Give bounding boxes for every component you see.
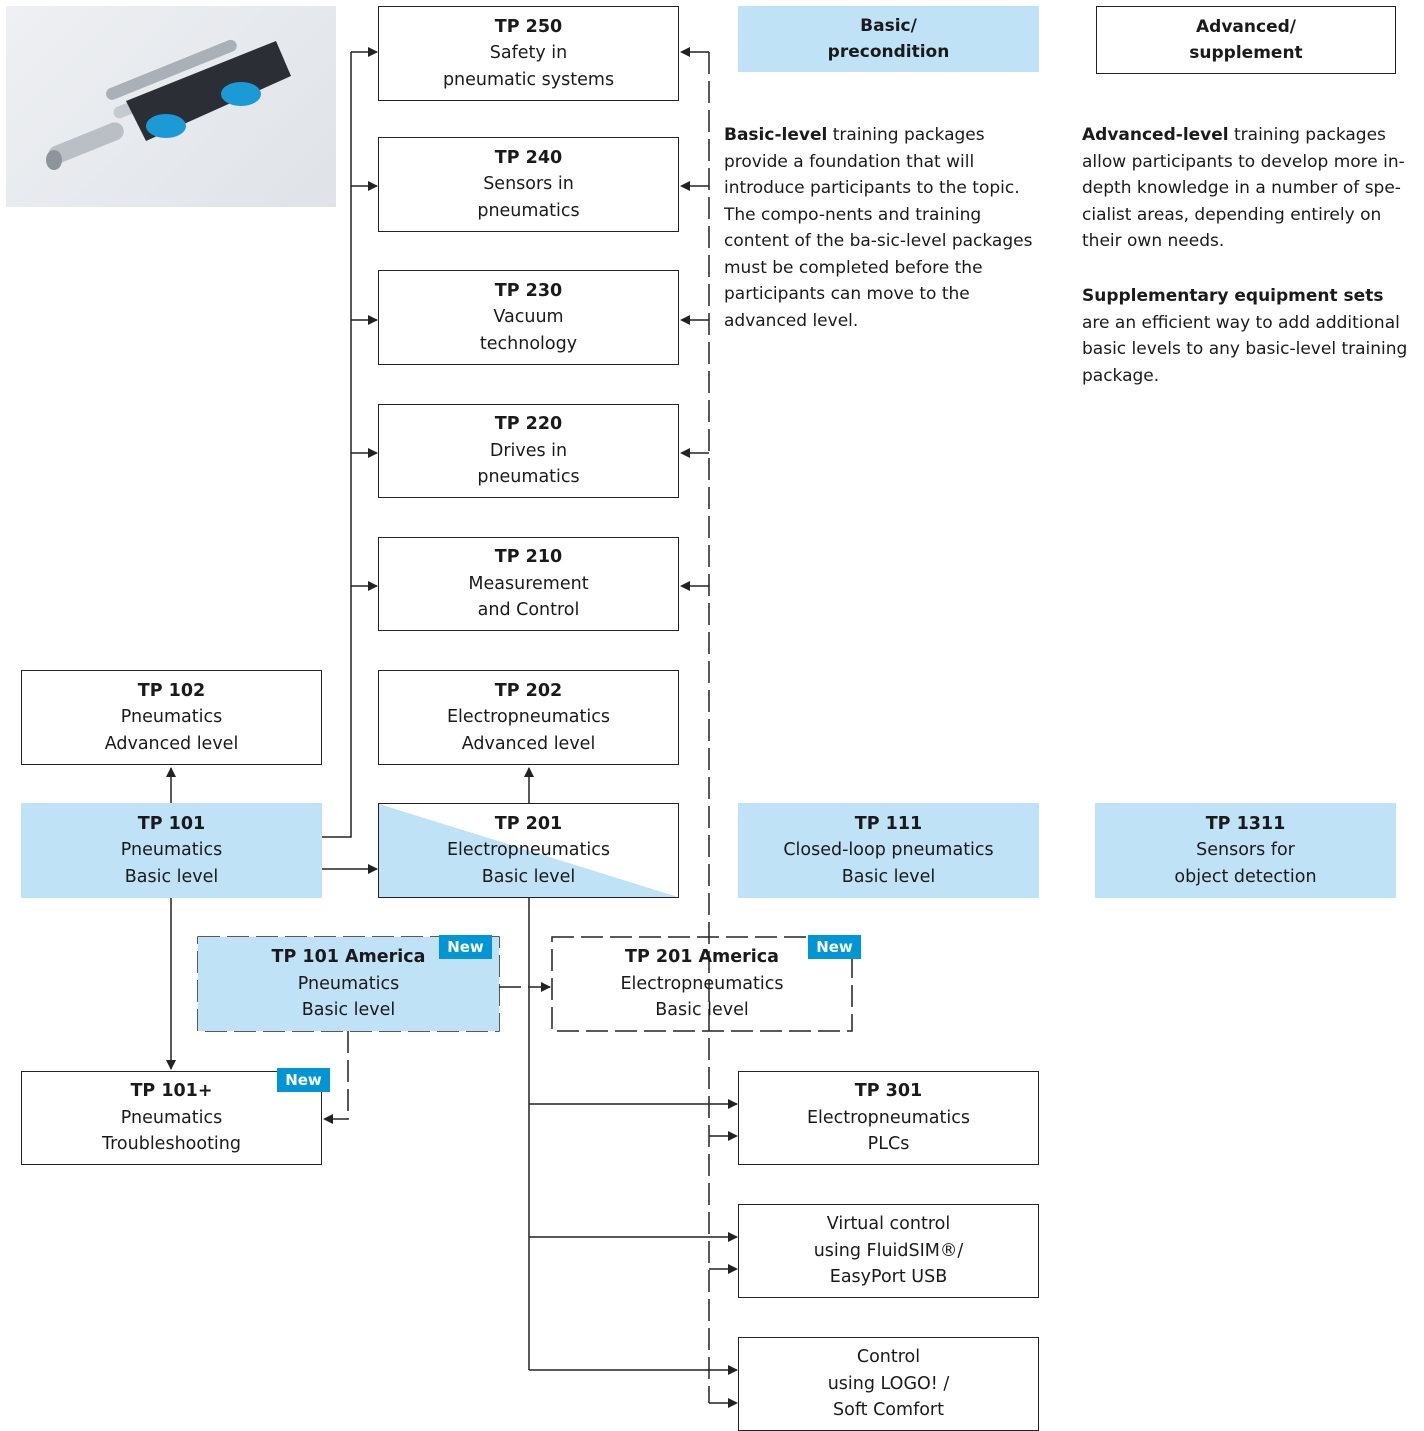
box-tp101-plus: TP 101+ Pneumatics Troubleshooting	[21, 1071, 322, 1165]
box-line: EasyPort USB	[829, 1267, 948, 1288]
box-title: TP 230	[494, 280, 563, 301]
box-title: TP 1311	[1205, 813, 1286, 834]
box-line: technology	[479, 333, 578, 354]
header-basic-line2: precondition	[827, 42, 950, 62]
box-tp220: TP 220 Drives in pneumatics	[378, 404, 679, 498]
box-title: TP 102	[137, 680, 206, 701]
box-title: TP 220	[494, 414, 563, 435]
box-tp201-america: TP 201 America Electropneumatics Basic l…	[552, 937, 852, 1031]
advanced-description-lead: Advanced-level	[1082, 125, 1229, 145]
box-tp230: TP 230 Vacuum technology	[378, 270, 679, 365]
box-line: object detection	[1174, 866, 1317, 887]
box-line: Pneumatics	[120, 707, 223, 728]
pneumatic-cylinder-photo	[6, 6, 336, 207]
box-title: TP 101+	[130, 1081, 213, 1102]
box-line: pneumatics	[477, 200, 580, 221]
box-line: Basic level	[655, 1000, 749, 1021]
box-tp240: TP 240 Sensors in pneumatics	[378, 137, 679, 232]
box-line: Electropneumatics	[620, 973, 784, 994]
box-line: Advanced level	[461, 733, 596, 754]
basic-description-lead: Basic-level	[724, 125, 828, 145]
box-line: Sensors for	[1196, 840, 1295, 861]
box-line: Pneumatics	[120, 1107, 223, 1128]
box-title: TP 202	[494, 680, 563, 701]
new-badge: New	[277, 1068, 330, 1092]
header-advanced: Advanced/ supplement	[1096, 6, 1396, 74]
header-basic-line1: Basic/	[860, 16, 917, 36]
box-title: TP 101	[137, 813, 206, 834]
box-line: Pneumatics	[297, 973, 400, 994]
new-badge: New	[808, 935, 861, 959]
box-line: using LOGO! /	[827, 1373, 950, 1394]
advanced-description-body: training packages allow participants to …	[1082, 125, 1405, 251]
box-line: Troubleshooting	[101, 1134, 241, 1155]
box-line: Basic level	[481, 866, 576, 887]
supplementary-description-body: are an efficient way to add additional b…	[1082, 312, 1408, 386]
box-tp201: TP 201 Electropneumatics Basic level	[378, 803, 679, 898]
box-title: TP 210	[494, 547, 563, 568]
box-line: Soft Comfort	[833, 1400, 944, 1421]
box-line: Electropneumatics	[447, 707, 610, 728]
box-title: TP 201 America	[625, 947, 779, 968]
box-title: TP 301	[854, 1081, 923, 1102]
box-line: Sensors in	[483, 174, 574, 195]
box-line: Measurement	[468, 573, 589, 594]
box-line: Pneumatics	[120, 840, 223, 861]
box-title: TP 240	[494, 147, 563, 168]
box-line: Virtual control	[826, 1214, 951, 1235]
box-line: pneumatic systems	[442, 69, 615, 90]
header-advanced-line2: supplement	[1189, 43, 1303, 63]
box-tp202: TP 202 Electropneumatics Advanced level	[378, 670, 679, 765]
box-line: using FluidSIM®/	[813, 1240, 964, 1261]
box-logo-control: Control using LOGO! / Soft Comfort	[738, 1337, 1039, 1431]
advanced-description: Advanced-level training packages allow p…	[1082, 122, 1414, 255]
box-line: Control	[856, 1347, 921, 1368]
header-advanced-line1: Advanced/	[1196, 17, 1296, 37]
header-basic: Basic/ precondition	[738, 6, 1039, 72]
box-line: Basic level	[841, 866, 936, 887]
basic-description: Basic-level training packages provide a …	[724, 122, 1048, 334]
box-line: Basic level	[301, 1000, 396, 1021]
box-title: TP 111	[854, 813, 923, 834]
box-title: TP 101 America	[271, 947, 426, 968]
box-tp101: TP 101 Pneumatics Basic level	[21, 803, 322, 898]
box-line: and Control	[477, 600, 580, 621]
box-line: Safety in	[489, 43, 568, 64]
supplementary-description-lead: Supplementary equipment sets	[1082, 286, 1384, 306]
box-tp102: TP 102 Pneumatics Advanced level	[21, 670, 322, 765]
box-line: Drives in	[489, 440, 568, 461]
box-tp301: TP 301 Electropneumatics PLCs	[738, 1071, 1039, 1165]
box-tp210: TP 210 Measurement and Control	[378, 537, 679, 631]
box-line: PLCs	[867, 1134, 910, 1155]
box-line: Electropneumatics	[447, 840, 610, 861]
box-tp1311: TP 1311 Sensors for object detection	[1095, 803, 1396, 898]
supplementary-description: Supplementary equipment sets are an effi…	[1082, 283, 1414, 389]
box-tp111: TP 111 Closed-loop pneumatics Basic leve…	[738, 803, 1039, 898]
box-line: Advanced level	[104, 733, 239, 754]
box-virtual-control: Virtual control using FluidSIM®/ EasyPor…	[738, 1204, 1039, 1298]
box-tp250: TP 250 Safety in pneumatic systems	[378, 6, 679, 101]
box-line: Electropneumatics	[807, 1107, 970, 1128]
new-badge: New	[439, 935, 492, 959]
basic-description-body: training packages provide a foundation t…	[724, 125, 1033, 331]
box-line: Basic level	[124, 866, 219, 887]
box-title: TP 250	[494, 16, 563, 37]
box-title: TP 201	[494, 813, 563, 834]
box-line: Closed-loop pneumatics	[783, 840, 994, 861]
box-line: pneumatics	[477, 467, 580, 488]
box-line: Vacuum	[493, 307, 564, 328]
